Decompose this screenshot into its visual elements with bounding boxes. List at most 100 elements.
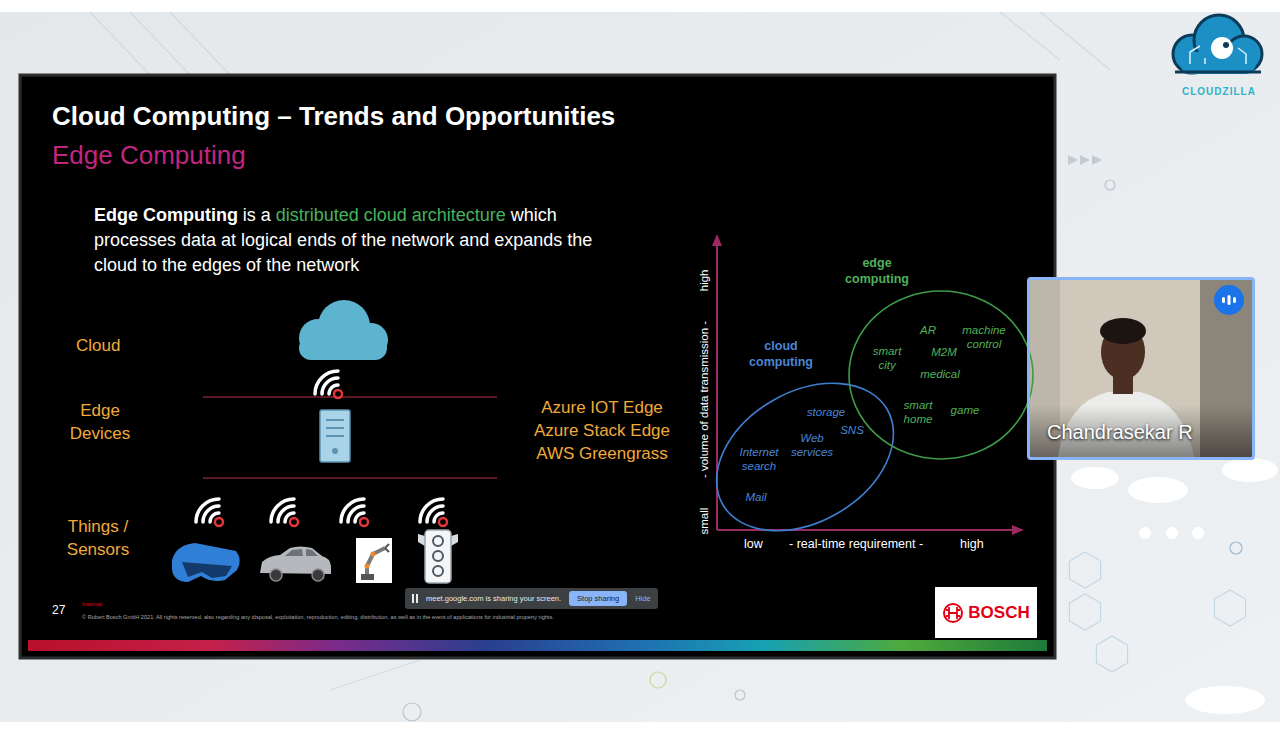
- robot-arm-icon: [356, 538, 392, 583]
- robot-arm-icon: [365, 564, 370, 569]
- wireless-dot: [215, 390, 447, 526]
- background-clouds: [1185, 686, 1265, 714]
- cloudzilla-logo: [1204, 58, 1206, 64]
- cloud-icon: [299, 300, 388, 360]
- pause-bar: [416, 594, 418, 603]
- participant-photo: [1100, 318, 1146, 344]
- armature-ring: [944, 604, 962, 622]
- audio-indicator: [1222, 297, 1225, 303]
- application-label: Internet search: [740, 445, 779, 474]
- background-decoration: [735, 690, 745, 700]
- copyright-note: © Robert Bosch GmbH 2021. All rights res…: [82, 614, 554, 621]
- layer-divider: [203, 396, 497, 398]
- background-decoration: [1105, 180, 1115, 190]
- traffic-light-icon: [433, 566, 443, 576]
- background-decoration: [330, 660, 420, 690]
- background-clouds: [1222, 458, 1278, 482]
- slide-subtitle: Edge Computing: [52, 140, 246, 171]
- car-icon: [312, 569, 324, 581]
- y-axis-label-group: small - volume of data transmission - high: [696, 270, 712, 535]
- logo-wordmark: CLOUDZILLA: [1182, 86, 1256, 98]
- layer-label: Cloud: [76, 336, 120, 356]
- axis-label: small: [698, 508, 710, 535]
- product-label: Azure Stack Edge: [502, 421, 702, 441]
- axis-label: - volume of data transmission -: [698, 321, 710, 478]
- hide-link: Hide: [635, 594, 650, 603]
- background-arrows: [1080, 155, 1090, 165]
- audio-indicator: [1228, 295, 1231, 305]
- share-notice: meet.google.com is sharing your screen.: [426, 594, 561, 603]
- background-decoration: [1000, 12, 1060, 60]
- cloudzilla-logo: [1173, 15, 1262, 74]
- classification-label: Internal: [82, 601, 102, 608]
- application-label: smart home: [904, 398, 933, 427]
- car-icon: [270, 569, 282, 581]
- robot-arm-icon: [356, 538, 392, 583]
- screen-share-bar: Stop sharing meet.google.com is sharing y…: [405, 588, 658, 609]
- axis-label: high: [698, 270, 710, 292]
- background-decoration: [1214, 590, 1245, 626]
- cloudzilla-logo: [1211, 37, 1233, 59]
- brand-wordmark: BOSCH: [968, 602, 1029, 623]
- traffic-light-icon: [425, 530, 451, 583]
- layer-label: Edge Devices: [60, 399, 140, 445]
- background-clouds: [1071, 467, 1119, 489]
- bosch-armature-icon: [942, 602, 964, 624]
- application-label: machine control: [962, 323, 1005, 352]
- cloudzilla-logo: [1223, 42, 1229, 48]
- product-label: AWS Greengrass: [502, 444, 702, 464]
- brand-color-bar: [28, 640, 1047, 651]
- edge-server-icon: [332, 448, 338, 454]
- stop-sharing-button: Stop sharing: [569, 591, 627, 606]
- cloud-computing-region: cloud computingstorageSNSWeb servicesInt…: [716, 383, 894, 531]
- participant-tile: Chandrasekar R: [1027, 277, 1255, 460]
- application-label: AR: [920, 323, 936, 337]
- layer-divider: [203, 477, 497, 479]
- background-clouds: [1166, 527, 1178, 539]
- application-label: SNS: [840, 423, 864, 437]
- wireless-dot: [360, 518, 368, 526]
- participant-name: Chandrasekar R: [1047, 420, 1193, 445]
- cloudzilla-logo: [1175, 71, 1261, 74]
- region-heading: edge computing: [845, 256, 909, 287]
- participant-photo: [1030, 280, 1252, 457]
- edge-server-icon: [326, 419, 344, 421]
- background-decoration: [403, 703, 421, 721]
- layer-label: Things / Sensors: [58, 515, 138, 561]
- audio-indicator: [1214, 285, 1244, 315]
- robot-arm-icon: [371, 552, 376, 557]
- audio-indicator: [1233, 297, 1236, 303]
- vr-glasses-icon: [182, 562, 232, 578]
- traffic-light-icon: [433, 551, 443, 561]
- background-decoration: [650, 672, 666, 688]
- traffic-light-icon: [418, 530, 458, 583]
- axis-label: low: [744, 537, 763, 552]
- background-decoration: [130, 12, 190, 75]
- background-arrows: [1068, 155, 1078, 165]
- background-clouds: [1139, 527, 1151, 539]
- background-decoration: [1069, 552, 1100, 588]
- definition-highlight: distributed cloud architecture: [276, 205, 506, 225]
- region-ellipse: [690, 353, 920, 561]
- layer-divider: [203, 397, 497, 478]
- armature-mark: [946, 607, 960, 619]
- cloudzilla-logo: [1173, 15, 1262, 73]
- slide-panel: [20, 75, 1055, 658]
- car-icon: [285, 549, 303, 556]
- product-label: Azure IOT Edge: [502, 398, 702, 418]
- application-label: medical: [920, 367, 960, 381]
- background-clouds: [1192, 527, 1204, 539]
- axis-label: high: [960, 537, 984, 552]
- application-label: game: [951, 403, 980, 417]
- axis-label: - real-time requirement -: [789, 537, 923, 552]
- edge-server-icon: [320, 410, 350, 462]
- application-label: Mail: [745, 490, 766, 504]
- wireless-dot: [290, 518, 298, 526]
- cloudzilla-logo: [1190, 46, 1200, 64]
- background-decoration: [90, 12, 150, 75]
- edge-server-icon: [320, 410, 350, 462]
- region-heading: cloud computing: [749, 339, 813, 370]
- background-arrows: [1068, 155, 1102, 165]
- application-label: storage: [807, 405, 845, 419]
